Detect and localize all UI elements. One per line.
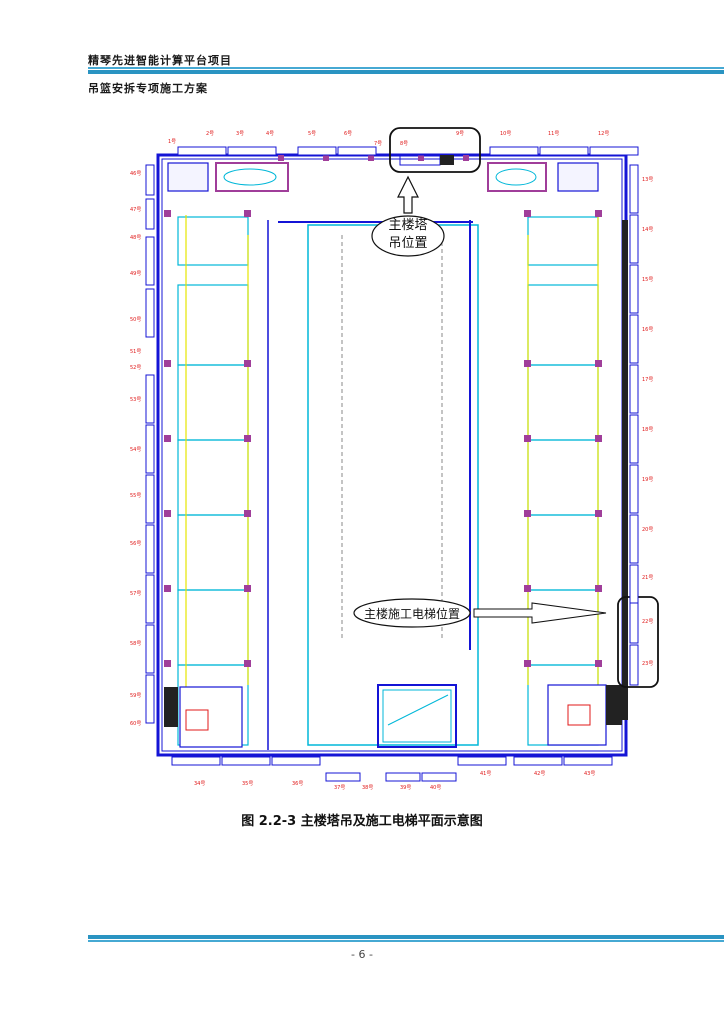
footer-rule-thin [88,940,724,942]
tower-crane-arrow [397,175,419,214]
bottom-left-core [164,686,243,748]
gondola-label: 34号 [194,781,205,787]
gondola-label: 12号 [598,131,609,137]
gondola-label: 6号 [344,131,352,137]
gondola-label: 1号 [168,139,176,145]
gondola-label: 16号 [642,327,653,333]
figure-caption: 图 2.2-3 主楼塔吊及施工电梯平面示意图 [241,814,483,829]
gondola-label: 37号 [334,785,345,791]
gondola-label: 50号 [130,317,141,323]
gondola-label: 40号 [430,785,441,791]
atrium-outline [307,224,479,746]
gondola-label: 53号 [130,397,141,403]
header-project-title: 精琴先进智能计算平台项目 [88,54,232,67]
gondola-label: 5号 [308,131,316,137]
gondola-label: 35号 [242,781,253,787]
structural-columns [164,155,602,667]
gondola-label: 51号 [130,349,141,355]
header-document-title: 吊篮安拆专项施工方案 [88,82,208,95]
gondola-label: 58号 [130,641,141,647]
gondola-label: 17号 [642,377,653,383]
gondola-label: 10号 [500,131,511,137]
elevator-arrow [473,602,607,624]
footer-rule-thick [88,935,724,939]
gondola-label: 19号 [642,477,653,483]
gondola-number-labels: 1号 2号 3号 4号 5号 6号 7号 8号 9号 10号 11号 12号 1… [130,131,653,791]
axis-lines [185,215,599,725]
tower-crane-marker [389,127,481,173]
gondola-label: 60号 [130,721,141,727]
gondola-label: 39号 [400,785,411,791]
gondola-label: 11号 [548,131,559,137]
gondola-label: 49号 [130,271,141,277]
gondola-label: 21号 [642,575,653,581]
header-rule-thin [88,67,724,69]
tower-crane-callout-line1: 主楼塔 [388,218,427,233]
gondola-label: 54号 [130,447,141,453]
floor-plan-drawing: 主楼塔 吊位置 主楼施工电梯位置 1号 2号 3号 4号 5号 6号 7号 [130,127,659,791]
left-gondola-boxes [145,164,155,724]
bottom-gondola-boxes [171,756,613,782]
top-right-core [487,162,599,192]
right-wing-rooms [527,216,599,746]
gondola-label: 13号 [642,177,653,183]
gondola-label: 55号 [130,493,141,499]
gondola-label: 56号 [130,541,141,547]
gondola-label: 8号 [400,141,408,147]
gondola-label: 38号 [362,785,373,791]
top-gondola-boxes [177,146,639,156]
elevator-callout-bubble [353,598,471,628]
page-number: - 6 - [351,948,373,961]
top-left-core [167,162,289,192]
right-gondola-boxes [629,164,639,686]
gondola-label: 46号 [130,171,141,177]
gondola-label: 36号 [292,781,303,787]
tower-crane-callout-line2: 吊位置 [388,236,427,251]
gondola-label: 14号 [642,227,653,233]
gondola-label: 3号 [236,131,244,137]
gondola-label: 57号 [130,591,141,597]
gondola-label: 42号 [534,771,545,777]
east-wall-band [622,220,628,720]
gondola-label: 18号 [642,427,653,433]
gondola-label: 20号 [642,527,653,533]
header-rule-thick [88,70,724,74]
tower-crane-callout-bubble [371,215,445,257]
gondola-label: 41号 [480,771,491,777]
elevator-callout-text: 主楼施工电梯位置 [364,606,460,621]
bottom-right-core [547,684,622,746]
gondola-label: 2号 [206,131,214,137]
gondola-label: 59号 [130,693,141,699]
gondola-label: 4号 [266,131,274,137]
gondola-label: 22号 [642,619,653,625]
gondola-label: 48号 [130,235,141,241]
gondola-label: 7号 [374,141,382,147]
gondola-label: 52号 [130,365,141,371]
gondola-label: 43号 [584,771,595,777]
gondola-label: 15号 [642,277,653,283]
bottom-entry [377,684,457,748]
gondola-label: 47号 [130,207,141,213]
gondola-label: 23号 [642,661,653,667]
gondola-label: 9号 [456,131,464,137]
left-wing-rooms [177,216,249,746]
